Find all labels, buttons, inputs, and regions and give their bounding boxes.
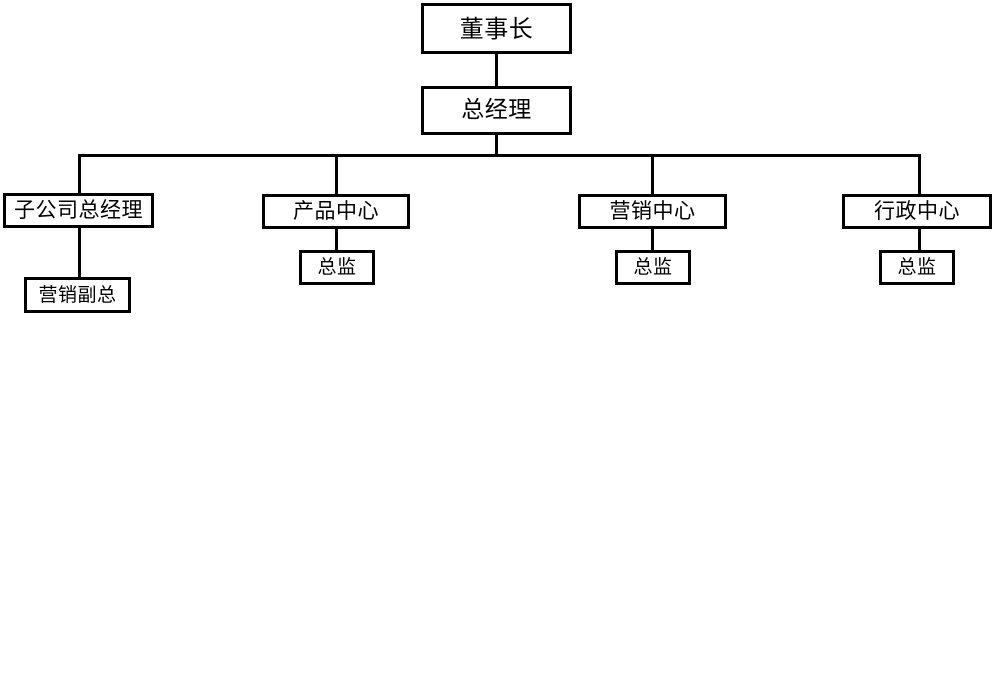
node-marketing-vp[interactable]: 营销副总 (24, 277, 131, 313)
node-marketing-director-label: 总监 (633, 256, 673, 278)
node-admin-center[interactable]: 行政中心 (842, 194, 992, 229)
node-admin-center-label: 行政中心 (874, 199, 960, 223)
node-marketing-vp-label: 营销副总 (38, 283, 117, 306)
connector-bus-to-marketing-center (651, 154, 654, 195)
node-chairman[interactable]: 董事长 (421, 3, 572, 54)
node-subsidiary-gm[interactable]: 子公司总经理 (3, 193, 154, 228)
node-general-manager[interactable]: 总经理 (421, 86, 572, 135)
node-general-manager-label: 总经理 (461, 97, 532, 123)
connector-horizontal-bus (78, 154, 921, 157)
node-subsidiary-gm-label: 子公司总经理 (14, 198, 143, 222)
node-product-director-label: 总监 (317, 256, 357, 278)
connector-product-center-to-director (335, 229, 338, 251)
connector-chairman-to-gm (495, 53, 498, 87)
connector-subsidiary-gm-to-marketing-vp (78, 228, 81, 278)
node-product-center[interactable]: 产品中心 (262, 194, 410, 229)
node-marketing-center-label: 营销中心 (609, 199, 696, 223)
connector-bus-to-admin-center (918, 154, 921, 195)
connector-admin-center-to-director (918, 229, 921, 251)
node-product-director[interactable]: 总监 (299, 250, 375, 285)
node-marketing-center[interactable]: 营销中心 (578, 194, 727, 229)
node-marketing-director[interactable]: 总监 (615, 250, 691, 285)
node-admin-director[interactable]: 总监 (879, 250, 955, 285)
connector-gm-to-bus (495, 134, 498, 157)
connector-bus-to-product-center (335, 154, 338, 195)
connector-marketing-center-to-director (651, 229, 654, 251)
node-chairman-label: 董事长 (459, 14, 534, 43)
connector-bus-to-subsidiary-gm (78, 154, 81, 195)
node-product-center-label: 产品中心 (293, 199, 379, 223)
node-admin-director-label: 总监 (897, 256, 937, 278)
